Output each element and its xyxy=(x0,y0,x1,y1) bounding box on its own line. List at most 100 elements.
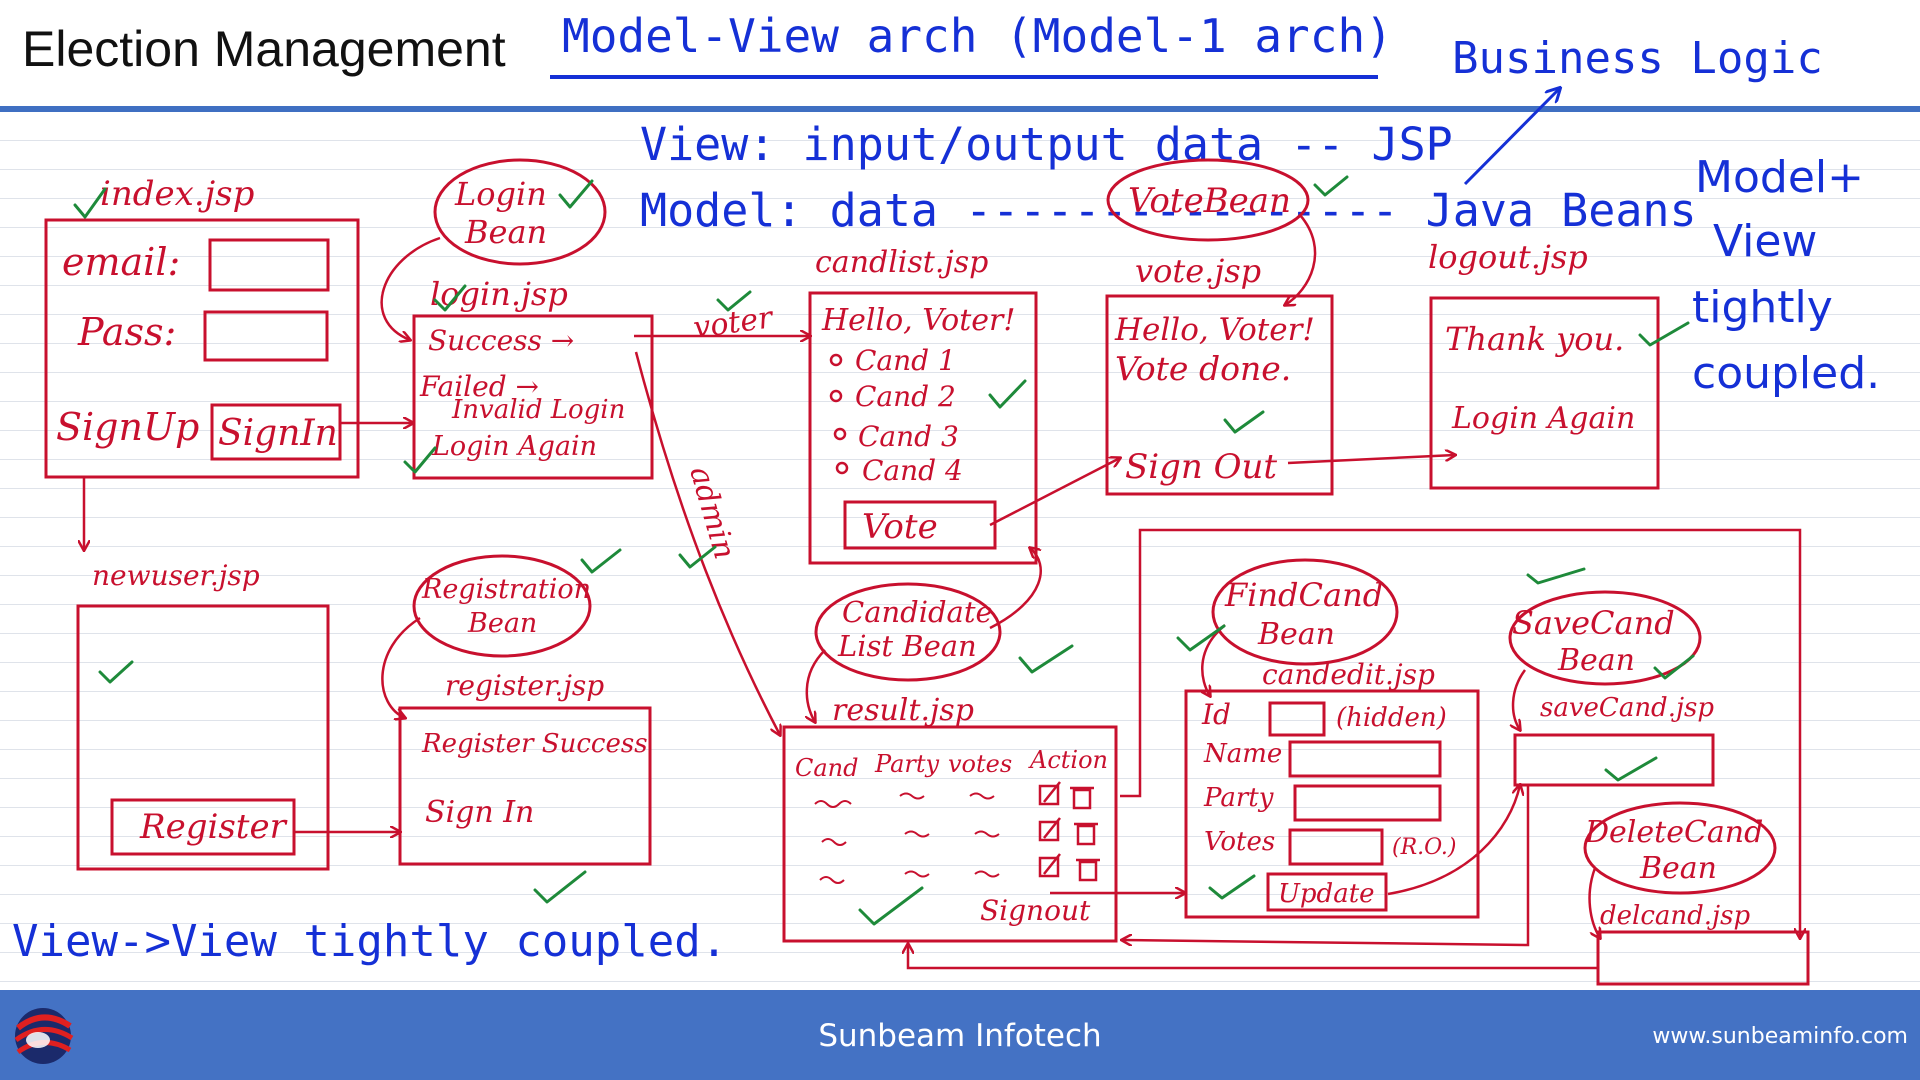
green-check-mark xyxy=(1176,624,1226,652)
arrow-regbean-to-registerjsp xyxy=(381,616,421,718)
trash-icon xyxy=(1074,822,1098,846)
arrow-delcand-to-result xyxy=(908,944,1598,970)
ruled-background xyxy=(0,112,1920,990)
vote-signout-text: Sign Out xyxy=(1125,447,1277,487)
find-cand-bean-line2: Bean xyxy=(1257,617,1335,652)
candlist-hello-text: Hello, Voter! xyxy=(821,303,1015,338)
model-view-note-4: coupled. xyxy=(1692,348,1880,399)
footer-website-link[interactable]: www.sunbeaminfo.com xyxy=(1652,1024,1908,1049)
login-failed-text: Failed → xyxy=(419,370,539,403)
find-cand-bean-line1: FindCand xyxy=(1224,576,1383,614)
green-check-mark xyxy=(98,660,134,684)
whiteboard-diagram: Model-View arch (Model-1 arch) Business … xyxy=(12,9,1880,986)
delcand-jsp-label: delcand.jsp xyxy=(1600,901,1750,931)
registration-bean-ellipse xyxy=(412,554,592,658)
vote-done-text: Vote done. xyxy=(1115,349,1291,388)
trash-icon xyxy=(1070,786,1094,810)
footer-bar: Sunbeam Infotech www.sunbeaminfo.com xyxy=(0,990,1920,1080)
candidate-list-bean-ellipse xyxy=(814,582,1002,682)
logout-thanks-text: Thank you. xyxy=(1445,320,1624,358)
view-view-note: View->View tightly coupled. xyxy=(12,916,727,967)
login-success-text: Success → xyxy=(428,324,574,357)
candedit-name-field xyxy=(1288,740,1442,778)
arrow-edit-to-candedit xyxy=(1120,528,1800,938)
arrow-loginbean-to-login xyxy=(380,236,441,340)
registration-bean-line2: Bean xyxy=(467,608,537,639)
vote-jsp-box xyxy=(1105,294,1334,496)
candedit-jsp-label: candedit.jsp xyxy=(1262,658,1435,691)
arrow-login-to-result xyxy=(634,351,780,735)
result-row2-squiggles xyxy=(821,830,1000,846)
arrow-votejsp-to-logout xyxy=(1287,455,1455,465)
candedit-update-label: Update xyxy=(1278,879,1375,909)
arrow-update-to-savecand xyxy=(1387,785,1520,896)
index-signin-button xyxy=(210,403,342,461)
vote-bean-text: VoteBean xyxy=(1128,181,1291,221)
index-email-label: email: xyxy=(62,240,180,284)
logout-jsp-box xyxy=(1429,296,1660,490)
delcand-jsp-box xyxy=(1596,930,1810,986)
candlist-jsp-box xyxy=(808,291,1038,565)
save-cand-bean-line1: SaveCand xyxy=(1512,604,1675,642)
login-invalid-text: Invalid Login xyxy=(451,395,625,425)
green-check-mark xyxy=(1653,654,1695,680)
register-jsp-label: register.jsp xyxy=(445,669,604,702)
arrow-savecand-to-result xyxy=(1122,786,1530,947)
cand1-label: Cand 1 xyxy=(855,344,956,377)
candedit-party-label: Party xyxy=(1203,783,1274,813)
green-check-mark xyxy=(1638,321,1690,347)
cand3-label: Cand 3 xyxy=(858,420,959,453)
green-check-mark xyxy=(858,886,924,926)
index-jsp-label: index.jsp xyxy=(100,174,254,214)
green-check-mark xyxy=(678,545,717,569)
green-check-mark xyxy=(558,179,594,209)
green-check-mark xyxy=(580,548,622,574)
green-check-mark xyxy=(1223,410,1265,434)
registration-bean-line1: Registration xyxy=(421,574,591,605)
candedit-name-label: Name xyxy=(1203,739,1282,769)
arrow-clbean-to-candlist xyxy=(989,548,1042,630)
index-signup-label: SignUp xyxy=(56,405,199,449)
index-jsp-box xyxy=(44,218,360,479)
index-pass-field xyxy=(203,310,329,362)
index-signin-label: SignIn xyxy=(218,413,338,454)
candlist-vote-label: Vote xyxy=(862,507,938,547)
view-line-text: View: input/output data -- JSP xyxy=(640,118,1453,171)
candedit-votes-label: Votes xyxy=(1204,827,1275,857)
cand4-radio xyxy=(835,461,849,475)
delete-cand-bean-line2: Bean xyxy=(1639,851,1717,886)
candlist-jsp-label: candlist.jsp xyxy=(815,245,988,280)
candedit-jsp-box xyxy=(1184,689,1480,919)
model-view-note-3: tightly xyxy=(1692,282,1833,333)
candedit-hidden-label: (hidden) xyxy=(1336,703,1447,733)
trash-icon xyxy=(1076,858,1100,882)
index-pass-label: Pass: xyxy=(77,310,176,354)
footer-company-name: Sunbeam Infotech xyxy=(818,1018,1102,1054)
result-header-party: Party xyxy=(874,750,939,778)
arrow-votebean-to-votejsp xyxy=(1285,214,1317,305)
result-header-votes: votes xyxy=(948,750,1012,778)
subtitle-text: Model-View arch (Model-1 arch) xyxy=(562,9,1393,63)
sunbeam-logo-icon xyxy=(14,1008,74,1064)
candedit-ro-label: (R.O.) xyxy=(1392,835,1456,860)
newuser-jsp-label: newuser.jsp xyxy=(92,559,260,592)
result-jsp-label: result.jsp xyxy=(832,693,974,728)
green-check-mark xyxy=(1313,175,1349,197)
edit-icon xyxy=(1038,781,1061,806)
slide-title: Election Management xyxy=(22,21,506,77)
business-logic-text: Business Logic xyxy=(1452,33,1823,84)
arrow-vote-to-votejsp xyxy=(989,458,1120,527)
cand1-radio xyxy=(829,353,843,367)
save-cand-bean-ellipse xyxy=(1508,590,1702,686)
green-check-mark xyxy=(716,290,752,312)
candedit-votes-field xyxy=(1288,828,1384,866)
vote-jsp-label: vote.jsp xyxy=(1135,252,1261,290)
result-signout-text: Signout xyxy=(980,894,1091,927)
model-view-note-2: View xyxy=(1713,216,1817,267)
vote-bean-ellipse xyxy=(1106,158,1310,242)
candedit-id-label: Id xyxy=(1201,698,1231,731)
vote-hello-text: Hello, Voter! xyxy=(1114,312,1315,348)
arrow-savebean-to-savejsp xyxy=(1513,669,1527,730)
cand2-label: Cand 2 xyxy=(855,380,956,413)
